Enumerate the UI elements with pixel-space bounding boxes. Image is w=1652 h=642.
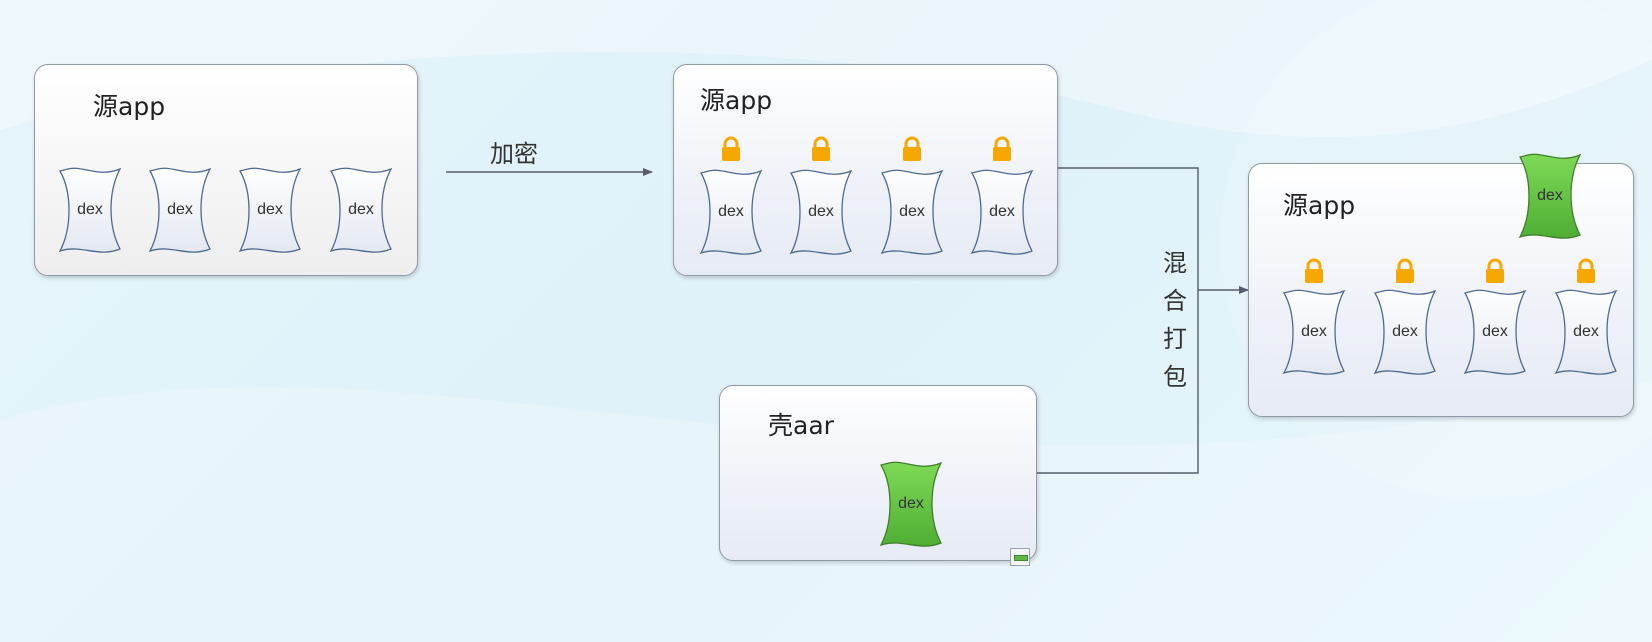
padlock-icon xyxy=(1396,258,1414,283)
packaged-shell-dex-label: dex xyxy=(1537,187,1563,204)
padlock-icon xyxy=(1305,258,1323,283)
source-dex-2-label: dex xyxy=(167,201,193,218)
padlock-icon xyxy=(812,136,830,161)
encrypted-dex-4-label: dex xyxy=(989,203,1015,220)
packaged-dex-4: dex xyxy=(1550,288,1622,376)
source-dex-1: dex xyxy=(54,166,126,254)
encrypted-app-title: 源app xyxy=(700,86,773,115)
packaged-dex-3: dex xyxy=(1459,288,1531,376)
merge-step-label: 混合打包 xyxy=(1163,249,1187,391)
padlock-icon xyxy=(993,136,1011,161)
packaged-dex-1: dex xyxy=(1278,288,1350,376)
packaged-dex-1-label: dex xyxy=(1301,323,1327,340)
encrypted-dex-2-shape xyxy=(789,169,853,255)
source-dex-4-shape xyxy=(329,167,393,253)
source-dex-1-shape xyxy=(58,167,122,253)
packaged-app-title: 源app xyxy=(1283,191,1356,220)
padlock-icon xyxy=(1577,258,1595,283)
encrypted-dex-4-shape xyxy=(970,169,1034,255)
encrypted-dex-3: dex xyxy=(876,168,948,256)
encrypted-dex-1-shape xyxy=(699,169,763,255)
source-dex-4: dex xyxy=(325,166,397,254)
source-dex-3-shape xyxy=(238,167,302,253)
packaged-dex-2-shape xyxy=(1373,289,1437,375)
packaged-dex-2: dex xyxy=(1369,288,1441,376)
padlock-icon xyxy=(1486,258,1504,283)
encrypted-dex-3-label: dex xyxy=(899,203,925,220)
source-dex-3: dex xyxy=(234,166,306,254)
encrypt-step-label: 加密 xyxy=(490,140,538,168)
source-app-title: 源app xyxy=(93,92,166,121)
collapse-marker-icon[interactable] xyxy=(1010,548,1030,566)
padlock-icon xyxy=(722,136,740,161)
source-dex-3-label: dex xyxy=(257,201,283,218)
encrypted-dex-2: dex xyxy=(785,168,857,256)
packaged-shell-dex: dex xyxy=(1514,152,1586,240)
shell-dex: dex xyxy=(875,460,947,548)
packaged-dex-3-label: dex xyxy=(1482,323,1508,340)
packaged-dex-3-shape xyxy=(1463,289,1527,375)
padlock-icon xyxy=(903,136,921,161)
packaged-dex-1-shape xyxy=(1282,289,1346,375)
encrypted-dex-2-label: dex xyxy=(808,203,834,220)
source-dex-4-label: dex xyxy=(348,201,374,218)
shell-aar-box[interactable]: 壳aar xyxy=(719,385,1037,561)
shell-dex-shape xyxy=(879,461,943,547)
shell-dex-label: dex xyxy=(898,495,924,512)
encrypted-dex-1: dex xyxy=(695,168,767,256)
shell-aar-title: 壳aar xyxy=(768,411,834,440)
packaged-dex-4-shape xyxy=(1554,289,1618,375)
encrypted-dex-3-shape xyxy=(880,169,944,255)
encrypted-dex-1-label: dex xyxy=(718,203,744,220)
encrypted-app-connector xyxy=(1037,167,1199,474)
packaged-dex-2-label: dex xyxy=(1392,323,1418,340)
source-dex-2: dex xyxy=(144,166,216,254)
packaged-shell-dex-shape xyxy=(1518,153,1582,239)
packaged-dex-4-label: dex xyxy=(1573,323,1599,340)
encrypted-dex-4: dex xyxy=(966,168,1038,256)
source-dex-1-label: dex xyxy=(77,201,103,218)
source-dex-2-shape xyxy=(148,167,212,253)
